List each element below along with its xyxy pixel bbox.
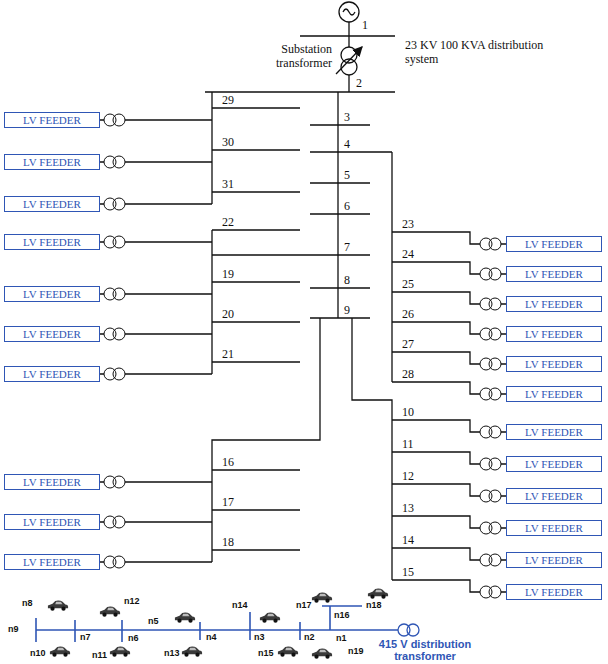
feeder-box: LV FEEDER	[506, 296, 602, 312]
bus-number: 13	[402, 501, 414, 515]
bus-number: 11	[402, 437, 414, 451]
bus-number: 4	[344, 137, 350, 151]
bus-number: 10	[402, 405, 414, 419]
node-label: n6	[128, 633, 139, 643]
feeder-box: LV FEEDER	[4, 326, 100, 342]
feeder-label: LV FEEDER	[525, 298, 583, 310]
bus-number: 22	[222, 215, 234, 229]
node-label: n10	[30, 648, 46, 658]
feeder-label: LV FEEDER	[23, 328, 81, 340]
bus-number: 18	[222, 535, 234, 549]
bus-number: 20	[222, 307, 234, 321]
bus-number: 12	[402, 469, 414, 483]
feeder-box: LV FEEDER	[506, 584, 602, 600]
feeder-box: LV FEEDER	[4, 154, 100, 170]
feeder-box: LV FEEDER	[506, 488, 602, 504]
feeder-label: LV FEEDER	[525, 554, 583, 566]
feeder-label: LV FEEDER	[23, 476, 81, 488]
feeder-box: LV FEEDER	[4, 474, 100, 490]
feeder-box: LV FEEDER	[4, 196, 100, 212]
node-label: n18	[366, 600, 382, 610]
feeder-label: LV FEEDER	[525, 358, 583, 370]
node-label: n2	[304, 632, 315, 642]
feeder-box: LV FEEDER	[506, 356, 602, 372]
bus-number: 28	[402, 367, 414, 381]
node-label: n4	[206, 632, 217, 642]
node-label: n19	[348, 646, 364, 656]
bus-number: 24	[402, 247, 414, 261]
feeder-label: LV FEEDER	[23, 198, 81, 210]
bus-number: 17	[222, 495, 234, 509]
bus-number: 26	[402, 307, 414, 321]
system-note: 23 KV 100 KVA distribution system	[405, 38, 555, 66]
feeder-box: LV FEEDER	[506, 552, 602, 568]
node-label: n3	[254, 632, 265, 642]
feeder-label: LV FEEDER	[525, 268, 583, 280]
feeder-box: LV FEEDER	[506, 386, 602, 402]
node-label: n16	[334, 610, 350, 620]
node-label: n11	[92, 650, 107, 660]
node-label: n15	[258, 648, 274, 658]
feeder-box: LV FEEDER	[4, 234, 100, 250]
feeder-box: LV FEEDER	[506, 424, 602, 440]
bus-number: 6	[344, 199, 350, 213]
bus-number: 7	[344, 240, 350, 254]
feeder-label: LV FEEDER	[525, 426, 583, 438]
bus-number: 21	[222, 347, 234, 361]
feeder-label: LV FEEDER	[525, 458, 583, 470]
bus-number: 9	[344, 303, 350, 317]
bus-number: 16	[222, 455, 234, 469]
feeder-label: LV FEEDER	[23, 516, 81, 528]
node-label: n9	[8, 624, 19, 634]
feeder-label: LV FEEDER	[525, 522, 583, 534]
node-label: n1	[336, 633, 347, 643]
feeder-label: LV FEEDER	[525, 490, 583, 502]
bus-number: 15	[402, 565, 414, 579]
bus-number: 25	[402, 277, 414, 291]
node-label: n17	[296, 600, 312, 610]
feeder-box: LV FEEDER	[4, 112, 100, 128]
feeder-box: LV FEEDER	[4, 554, 100, 570]
bus-number: 1	[362, 18, 368, 32]
bus-number: 27	[402, 337, 414, 351]
feeder-label: LV FEEDER	[525, 388, 583, 400]
bus-number: 31	[222, 177, 234, 191]
feeder-box: LV FEEDER	[506, 266, 602, 282]
bus-number: 3	[344, 110, 350, 124]
feeder-box: LV FEEDER	[506, 236, 602, 252]
node-label: n5	[148, 616, 159, 626]
feeder-label: LV FEEDER	[525, 328, 583, 340]
bus-number: 8	[344, 273, 350, 287]
feeder-label: LV FEEDER	[23, 368, 81, 380]
bus-number: 23	[402, 217, 414, 231]
feeder-box: LV FEEDER	[506, 326, 602, 342]
feeder-label: LV FEEDER	[23, 288, 81, 300]
feeder-label: LV FEEDER	[23, 114, 81, 126]
feeder-label: LV FEEDER	[23, 156, 81, 168]
node-label: n13	[164, 648, 180, 658]
bus-number: 2	[356, 76, 362, 90]
bus-number: 14	[402, 533, 414, 547]
node-label: n12	[124, 596, 140, 606]
feeder-label: LV FEEDER	[23, 556, 81, 568]
transformer-label: 415 V distribution transformer	[366, 638, 484, 662]
feeder-label: LV FEEDER	[525, 586, 583, 598]
feeder-label: LV FEEDER	[23, 236, 81, 248]
feeder-box: LV FEEDER	[506, 456, 602, 472]
transformer-note: Substation transformer	[232, 42, 332, 70]
feeder-box: LV FEEDER	[4, 286, 100, 302]
node-label: n14	[232, 600, 248, 610]
feeder-box: LV FEEDER	[4, 366, 100, 382]
node-label: n7	[80, 632, 91, 642]
feeder-box: LV FEEDER	[4, 514, 100, 530]
bus-number: 29	[222, 93, 234, 107]
bus-number: 19	[222, 267, 234, 281]
feeder-box: LV FEEDER	[506, 520, 602, 536]
node-label: n8	[22, 598, 33, 608]
feeder-label: LV FEEDER	[525, 238, 583, 250]
bus-number: 5	[344, 168, 350, 182]
bus-number: 30	[222, 135, 234, 149]
